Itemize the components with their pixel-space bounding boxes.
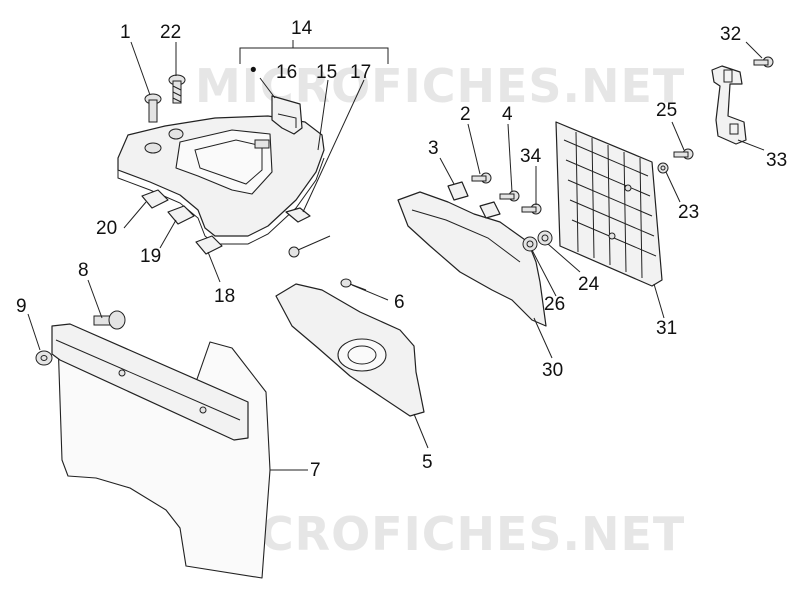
washer-part-23: [657, 162, 669, 174]
group-bracket-14: [239, 40, 389, 64]
callout-34: 34: [520, 146, 542, 167]
washer-part-24: [537, 230, 553, 246]
inner-panel-part-5: [275, 283, 425, 417]
screw-part-25: [673, 148, 694, 160]
callout-8: 8: [78, 260, 89, 281]
callout-2: 2: [460, 104, 471, 125]
washer-part-9: [35, 350, 53, 366]
callout-4: 4: [502, 104, 513, 125]
watermark-top: MICROFICHES.NET: [195, 59, 685, 113]
callout-14: 14: [291, 18, 313, 39]
clip-part-16: [271, 95, 303, 135]
tray-cover-part: [117, 115, 325, 245]
screw-part-22: [168, 74, 186, 104]
callout-6: 6: [394, 292, 405, 313]
callout-32: 32: [720, 24, 741, 45]
callout-22: 22: [160, 22, 181, 43]
leader-lines: [27, 41, 765, 471]
callout-17: 17: [350, 62, 371, 83]
callout-23: 23: [678, 202, 699, 223]
screw-part-6: [340, 278, 367, 291]
nut-part-18: [195, 235, 223, 255]
callout-30: 30: [542, 360, 563, 381]
screw-part-4: [499, 190, 520, 202]
clip-part-15: [285, 207, 311, 223]
callout-33: 33: [766, 150, 787, 171]
callout-26: 26: [544, 294, 565, 315]
callout-16: 16: [276, 62, 297, 83]
nut-part-26: [522, 236, 538, 252]
callout-20: 20: [96, 218, 117, 239]
nut-part-19: [167, 205, 195, 225]
group-marker: •: [250, 60, 257, 81]
screw-part-2: [471, 172, 492, 184]
screw-part-1: [144, 93, 162, 123]
bolt-part-34: [521, 203, 542, 215]
clip-part-4-nut: [479, 201, 501, 219]
bolt-part-8: [93, 310, 126, 330]
callout-15: 15: [316, 62, 337, 83]
screw-part-32: [753, 56, 774, 68]
bracket-part-33: [711, 65, 747, 145]
housing-part-30: [397, 191, 547, 327]
callout-31: 31: [656, 318, 677, 339]
callout-19: 19: [140, 246, 161, 267]
callout-1: 1: [120, 22, 131, 43]
watermark-bottom: MICROFICHES.NET: [195, 507, 685, 561]
callout-25: 25: [656, 100, 677, 121]
plate-holder-part-31: [555, 121, 663, 287]
callout-18: 18: [214, 286, 235, 307]
callout-3: 3: [428, 138, 439, 159]
callout-24: 24: [578, 274, 600, 295]
nut-part-20: [141, 189, 169, 209]
callout-9: 9: [16, 296, 27, 317]
rivet-part-17: [288, 235, 331, 258]
callout-7: 7: [310, 460, 321, 481]
mudflap-part-7: [51, 323, 271, 579]
callout-5: 5: [422, 452, 433, 473]
clip-part-3: [447, 181, 469, 201]
